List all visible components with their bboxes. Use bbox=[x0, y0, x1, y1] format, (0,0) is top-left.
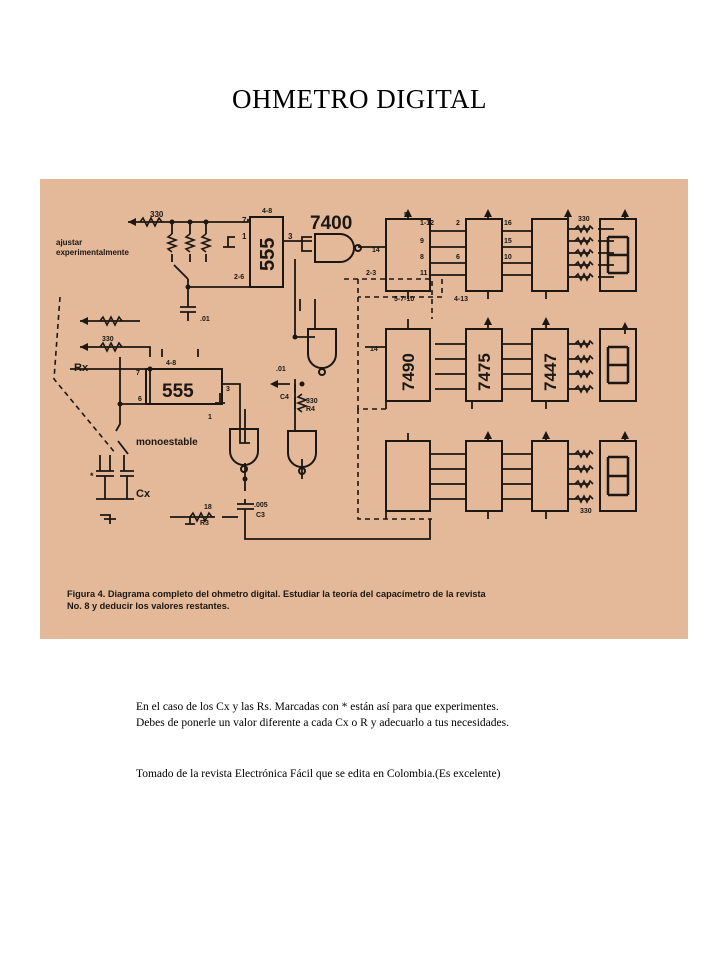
nand-gate-7400 bbox=[314, 233, 355, 263]
note-line-1: En el caso de los Cx y las Rs. Marcadas … bbox=[136, 701, 499, 713]
chip-555-top bbox=[249, 216, 284, 288]
label-r330-top: 330 bbox=[150, 210, 164, 219]
caption-line1: Figura 4. Diagrama completo del ohmetro … bbox=[67, 589, 487, 599]
junctions bbox=[80, 209, 629, 482]
label-chip-7400: 7400 bbox=[310, 213, 352, 234]
nand-gate-2 bbox=[307, 328, 337, 369]
counter-7490 bbox=[385, 328, 431, 402]
circuit-diagram: 330 7 4-8 555 3 2-6 1 .01 ajustar experi… bbox=[40, 179, 688, 639]
diagram-labels: 330 7 4-8 555 3 2-6 1 .01 ajustar experi… bbox=[56, 208, 592, 527]
chips bbox=[145, 216, 637, 512]
label-monoestable: monoestable bbox=[136, 437, 198, 448]
label-pin3: 3 bbox=[288, 232, 293, 241]
label-chip-7490: 7490 bbox=[399, 353, 418, 391]
label-pin8: 8 bbox=[420, 254, 424, 261]
latch-7475 bbox=[465, 328, 503, 402]
label-pin14-row2: 14 bbox=[370, 346, 378, 353]
label-c3: C3 bbox=[256, 512, 265, 519]
resistors bbox=[99, 216, 594, 523]
latch-row1-b bbox=[465, 218, 503, 292]
label-pin15: 15 bbox=[504, 238, 512, 245]
nand-gate-3 bbox=[229, 428, 259, 466]
label-pin9: 9 bbox=[420, 238, 424, 245]
nand-gate-4 bbox=[287, 430, 317, 468]
label-pin14: 14 bbox=[372, 247, 380, 254]
label-pin11: 11 bbox=[420, 270, 428, 277]
decoder-row1-c bbox=[531, 218, 569, 292]
caption-line2: No. 8 y deducir los valores restantes. bbox=[67, 601, 229, 611]
label-pin2: 2 bbox=[456, 220, 460, 227]
label-pin7-mono: 7 bbox=[136, 370, 140, 377]
label-pin5: 5 bbox=[404, 212, 408, 219]
label-r330-bottom: 330 bbox=[580, 508, 592, 515]
decoder-7447 bbox=[531, 328, 569, 402]
label-chip-7475: 7475 bbox=[475, 353, 494, 391]
label-pin10: 10 bbox=[504, 254, 512, 261]
label-r330-r4: 330 bbox=[306, 398, 318, 405]
label-pin413: 4-13 bbox=[454, 296, 468, 303]
label-star: * bbox=[90, 471, 94, 481]
label-c01: .01 bbox=[200, 316, 210, 323]
counter-row1-a bbox=[385, 218, 431, 292]
label-pin7: 7 bbox=[242, 216, 247, 225]
display-row1 bbox=[599, 218, 637, 292]
display-row3 bbox=[599, 440, 637, 512]
label-pin3-mono: 3 bbox=[226, 386, 230, 393]
latch-row3 bbox=[465, 440, 503, 512]
label-c01b: .01 bbox=[276, 366, 286, 373]
label-pin1-mono: 1 bbox=[208, 414, 212, 421]
note-line-2: Debes de ponerle un valor diferente a ca… bbox=[136, 717, 509, 729]
label-adjust1: ajustar bbox=[56, 238, 82, 247]
label-adjust2: experimentalmente bbox=[56, 248, 129, 257]
label-pin23: 2-3 bbox=[366, 270, 376, 277]
label-r4: R4 bbox=[306, 406, 315, 413]
label-r18: 18 bbox=[204, 504, 212, 511]
seven-segment-digits bbox=[606, 235, 630, 497]
label-chip-555-mono: 555 bbox=[162, 381, 194, 402]
note-source: Tomado de la revista Electrónica Fácil q… bbox=[136, 768, 501, 780]
display-row2 bbox=[599, 328, 637, 402]
label-pin1: 1 bbox=[242, 232, 247, 241]
label-pin5710: 5-7-10 bbox=[394, 296, 414, 303]
page-title: OHMETRO DIGITAL bbox=[231, 84, 488, 114]
chip-555-mono bbox=[145, 368, 223, 405]
label-c005: .005 bbox=[254, 502, 268, 509]
label-chip-7447: 7447 bbox=[541, 353, 560, 391]
decoder-row3 bbox=[531, 440, 569, 512]
label-r330-rx: 330 bbox=[102, 336, 114, 343]
label-pin6: 6 bbox=[456, 254, 460, 261]
label-pin16: 16 bbox=[504, 220, 512, 227]
label-chip-555-top: 555 bbox=[257, 238, 279, 271]
counter-row3 bbox=[385, 440, 431, 512]
label-pin6-mono: 6 bbox=[138, 396, 142, 403]
label-rx: Rx bbox=[74, 362, 89, 374]
label-pin112: 1-12 bbox=[420, 220, 434, 227]
label-pin48-mono: 4-8 bbox=[166, 360, 176, 367]
label-pin48: 4-8 bbox=[262, 208, 272, 215]
label-c4: C4 bbox=[280, 394, 289, 401]
label-cx: Cx bbox=[136, 488, 151, 500]
label-r330-display: 330 bbox=[578, 216, 590, 223]
reset-lines bbox=[53, 278, 443, 520]
label-r3: R3 bbox=[200, 520, 209, 527]
label-pin26: 2-6 bbox=[234, 274, 244, 281]
